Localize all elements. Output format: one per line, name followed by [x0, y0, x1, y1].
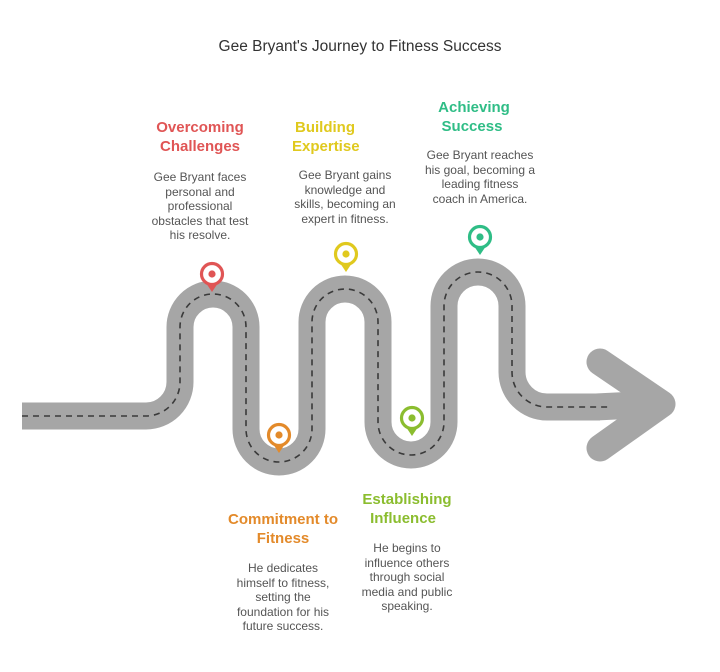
step-overcoming-challenges: Overcoming Challenges Gee Bryant faces p…	[130, 118, 270, 243]
description-line: skills, becoming an	[294, 197, 396, 211]
step-description: Gee Bryant gains knowledge and skills, b…	[277, 168, 413, 226]
lane-marking	[22, 271, 612, 463]
step-heading: Commitment to Fitness	[213, 510, 353, 548]
description-line: foundation for his	[236, 604, 330, 619]
description-line: Gee Bryant gains	[298, 168, 392, 182]
heading-line: Fitness	[256, 530, 310, 547]
step-description: He begins to influence others through so…	[337, 541, 477, 614]
step-description: Gee Bryant faces personal and profession…	[130, 170, 270, 243]
description-line: through social	[369, 570, 445, 584]
heading-line: Establishing	[362, 491, 452, 508]
step-achieving-success: Achieving Success Gee Bryant reaches his…	[410, 98, 550, 206]
description-line: He dedicates	[247, 561, 319, 575]
description-line: leading fitness	[441, 177, 519, 191]
step-heading: Overcoming Challenges	[130, 118, 270, 156]
description-line: expert in fitness.	[301, 211, 389, 226]
step-heading: Building Expertise	[277, 118, 413, 156]
pin-dot	[208, 270, 216, 278]
description-line: Gee Bryant reaches	[426, 148, 534, 162]
description-line: Gee Bryant faces	[153, 170, 247, 184]
page-title: Gee Bryant's Journey to Fitness Success	[218, 38, 502, 55]
step-commitment-to-fitness: Commitment to Fitness He dedicates himse…	[213, 510, 353, 634]
description-line: obstacles that test	[151, 213, 249, 228]
heading-line: Expertise	[292, 138, 360, 155]
heading-line: Influence	[370, 510, 436, 527]
heading-line: Success	[441, 118, 503, 135]
pin-dot	[342, 250, 350, 258]
step-heading: Establishing Influence	[337, 490, 477, 528]
heading-line: Commitment to	[228, 511, 338, 528]
description-line: speaking.	[381, 599, 433, 613]
description-line: his resolve.	[169, 228, 231, 242]
description-line: himself to fitness,	[236, 575, 330, 590]
description-line: knowledge and	[304, 182, 386, 197]
description-line: He begins to	[373, 541, 441, 555]
step-description: Gee Bryant reaches his goal, becoming a …	[410, 148, 550, 206]
heading-line: Challenges	[159, 138, 241, 155]
road-surface	[22, 258, 600, 476]
pin-establishing-influence	[399, 405, 425, 436]
step-heading: Achieving Success	[410, 98, 550, 136]
step-description: He dedicates himself to fitness, setting…	[213, 561, 353, 634]
pin-achieving-success	[467, 224, 493, 255]
pin-dot	[476, 233, 484, 241]
description-line: media and public	[361, 584, 453, 599]
description-line: influence others	[364, 555, 450, 570]
step-establishing-influence: Establishing Influence He begins to infl…	[337, 490, 477, 614]
arrow-head-icon	[586, 348, 676, 462]
description-line: his goal, becoming a	[424, 162, 536, 177]
pin-dot	[275, 431, 283, 439]
step-building-expertise: Building Expertise Gee Bryant gains know…	[277, 118, 413, 226]
pin-building-expertise	[333, 241, 359, 272]
heading-line: Overcoming	[156, 119, 244, 136]
description-line: professional	[167, 199, 233, 213]
description-line: coach in America.	[432, 191, 528, 206]
pin-dot	[408, 414, 416, 422]
pin-overcoming-challenges	[199, 261, 225, 292]
description-line: setting the	[255, 590, 311, 604]
pin-commitment-to-fitness	[266, 422, 292, 453]
description-line: future success.	[242, 619, 324, 633]
heading-line: Building	[295, 119, 355, 136]
description-line: personal and	[165, 184, 235, 199]
heading-line: Achieving	[438, 99, 510, 116]
